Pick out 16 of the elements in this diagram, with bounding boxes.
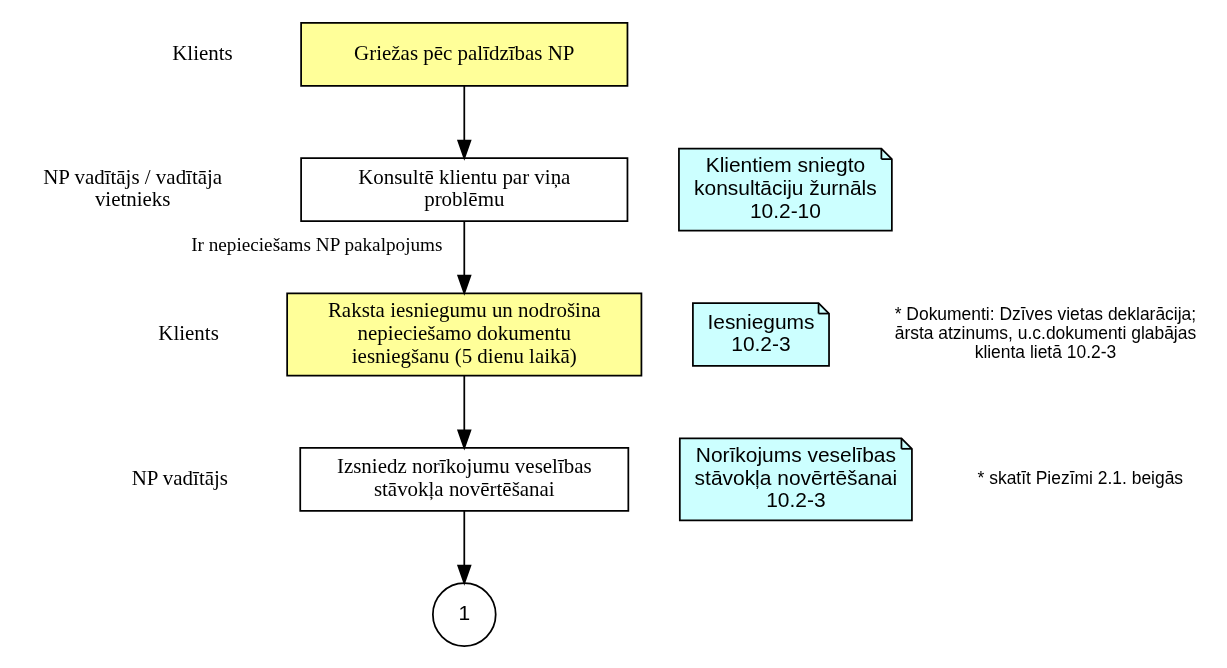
node-box: Konsultē klientu par viņa problēmu bbox=[300, 156, 629, 222]
node-box: Griežas pēc palīdzības NP bbox=[300, 21, 629, 87]
arrow bbox=[456, 84, 472, 161]
label: NP vadītājs bbox=[131, 465, 228, 490]
node-box: Izsniedz norīkojumu veselības stāvokļa novērtēšanai bbox=[299, 446, 630, 512]
arrow bbox=[456, 374, 472, 450]
arrow bbox=[456, 220, 472, 296]
label: * skatīt Piezīmi 2.1. beigās bbox=[977, 467, 1184, 488]
arrow bbox=[456, 509, 472, 586]
label: NP vadītājs / vadītāja vietnieks bbox=[43, 164, 223, 211]
label: Klients bbox=[172, 40, 233, 65]
node-circle: 1 bbox=[432, 581, 497, 647]
label: * Dokumenti: Dzīves vietas deklarācija; ārsta atzinums, u.c.dokumenti glabājas klienta lietā 10.2-3 bbox=[894, 303, 1197, 362]
edge-label: Ir nepieciešams NP pakalpojums bbox=[191, 233, 443, 255]
label: Klients bbox=[158, 320, 219, 345]
node-box: Raksta iesniegumu un nodrošina nepieciešamo dokumentu iesniegšanu (5 dienu laikā) bbox=[286, 292, 643, 376]
